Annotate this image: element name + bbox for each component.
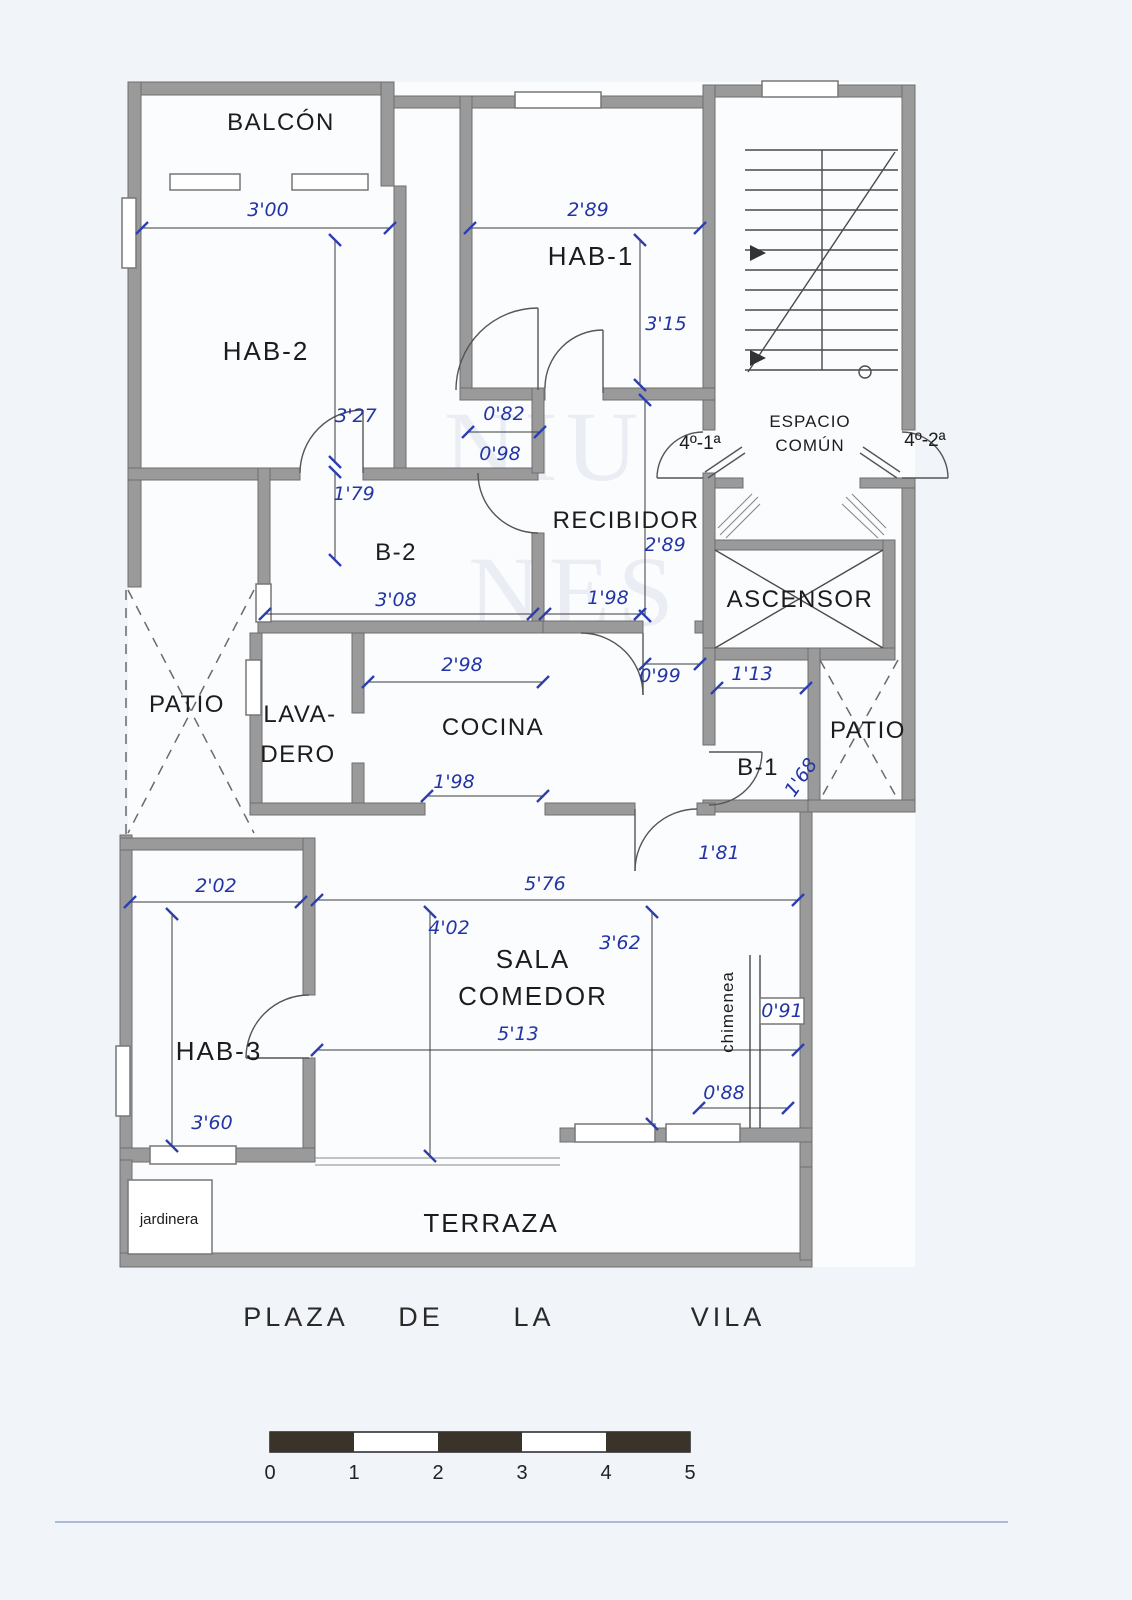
label-hab3: HAB-3 [176, 1036, 263, 1066]
window-hab1 [514, 91, 602, 109]
windows-layer [115, 80, 839, 1165]
dim-b1-width: 1'13 [731, 663, 773, 685]
dim-chimenea-width: 0'91 [761, 1000, 803, 1022]
label-espacio-comun-1: ESPACIO [769, 412, 850, 431]
dim-paso-width: 0'99 [639, 665, 681, 687]
staircase [717, 149, 898, 539]
scale-tick-2: 2 [432, 1462, 443, 1484]
label-cocina: COCINA [442, 714, 544, 741]
scale-tick-1: 1 [348, 1462, 359, 1484]
label-sala-2: COMEDOR [458, 981, 608, 1011]
scale-tick-4: 4 [600, 1462, 611, 1484]
dim-chimenea-side: 0'88 [703, 1082, 745, 1104]
label-unit-4-2: 4º-2ª [904, 430, 946, 451]
label-recibidor: RECIBIDOR [553, 507, 700, 534]
scale-tick-5: 5 [684, 1462, 695, 1484]
street-name: PLAZA DE LA VILA [243, 1302, 766, 1332]
label-lavadero-1: LAVA- [263, 701, 336, 728]
label-balcon: BALCÓN [227, 109, 335, 136]
dim-sala-door: 1'81 [698, 842, 740, 864]
stair-arrow-down [750, 350, 766, 366]
window-sala-left [574, 1123, 656, 1143]
dim-pasillo-width: 0'82 [483, 403, 525, 425]
dim-hab2-depth: 3'27 [335, 405, 377, 427]
scale-bar: 0 1 2 3 4 5 [264, 1431, 696, 1484]
dim-sala-depth: 4'02 [428, 917, 470, 939]
dim-sala-width: 5'76 [524, 873, 566, 895]
label-sala-1: SALA [496, 944, 571, 974]
dim-hab1-width: 2'89 [567, 199, 609, 221]
street-word-1: PLAZA [243, 1302, 349, 1332]
dim-balcon-width: 3'00 [247, 199, 289, 221]
label-jardinera: jardinera [139, 1211, 199, 1228]
dim-cocina-width: 2'98 [441, 654, 483, 676]
jardinera-box [127, 1179, 213, 1255]
built-in-features [127, 955, 805, 1255]
label-unit-4-1: 4º-1ª [679, 433, 721, 454]
stair-arrow-up [750, 245, 766, 261]
dim-hab1-depth: 3'15 [645, 313, 687, 335]
patio-voids [125, 589, 899, 835]
window-sala-right [665, 1123, 741, 1143]
window-stairs [761, 80, 839, 98]
chimenea-box [759, 997, 805, 1025]
stair-handrail-post [858, 365, 872, 379]
dimension-lines [123, 221, 813, 1163]
dim-cocina-opening: 1'98 [433, 771, 475, 793]
watermark-line1: NIU [444, 391, 646, 502]
elevator-shaft [714, 549, 884, 649]
scale-tick-0: 0 [264, 1462, 275, 1484]
dim-b2-left: 1'79 [333, 483, 375, 505]
label-patio-left: PATIO [149, 691, 225, 718]
dim-sala-width2: 5'13 [497, 1023, 539, 1045]
label-espacio-comun-2: COMÚN [775, 436, 844, 455]
label-hab1: HAB-1 [548, 241, 635, 271]
dim-hab3-width: 2'02 [195, 875, 237, 897]
window-hab2 [121, 197, 137, 269]
label-lavadero-2: DERO [260, 741, 335, 768]
label-b1: B-1 [737, 754, 779, 781]
street-word-4: VILA [691, 1302, 766, 1332]
dimension-labels: 3'00 2'89 3'15 3'27 0'82 0'98 1'79 2'89 … [191, 199, 822, 1134]
window-b2 [255, 583, 272, 623]
dim-sala-depth2: 3'62 [599, 932, 641, 954]
label-chimenea: chimenea [718, 971, 737, 1053]
room-labels: BALCÓN HAB-2 HAB-1 ESPACIO COMÚN 4º-1ª 4… [139, 109, 947, 1238]
dim-recibidor-width: 1'98 [587, 587, 629, 609]
street-word-2: DE [398, 1302, 444, 1332]
dim-recibidor-depth: 2'89 [644, 534, 686, 556]
dim-b2-width: 3'08 [375, 589, 417, 611]
label-terraza: TERRAZA [423, 1208, 558, 1238]
label-hab2: HAB-2 [223, 336, 310, 366]
dim-hab3-depth: 3'60 [191, 1112, 233, 1134]
window-balcon-right [291, 173, 369, 191]
window-hab3-bottom [149, 1145, 237, 1165]
label-patio-right: PATIO [830, 717, 906, 744]
window-hab3-left [115, 1045, 131, 1117]
window-lavadero [245, 659, 262, 716]
label-ascensor: ASCENSOR [727, 586, 874, 613]
window-balcon-left [169, 173, 241, 191]
dim-pasillo-depth: 0'98 [479, 443, 521, 465]
scale-tick-3: 3 [516, 1462, 527, 1484]
street-word-3: LA [513, 1302, 554, 1332]
label-b2: B-2 [375, 539, 417, 566]
